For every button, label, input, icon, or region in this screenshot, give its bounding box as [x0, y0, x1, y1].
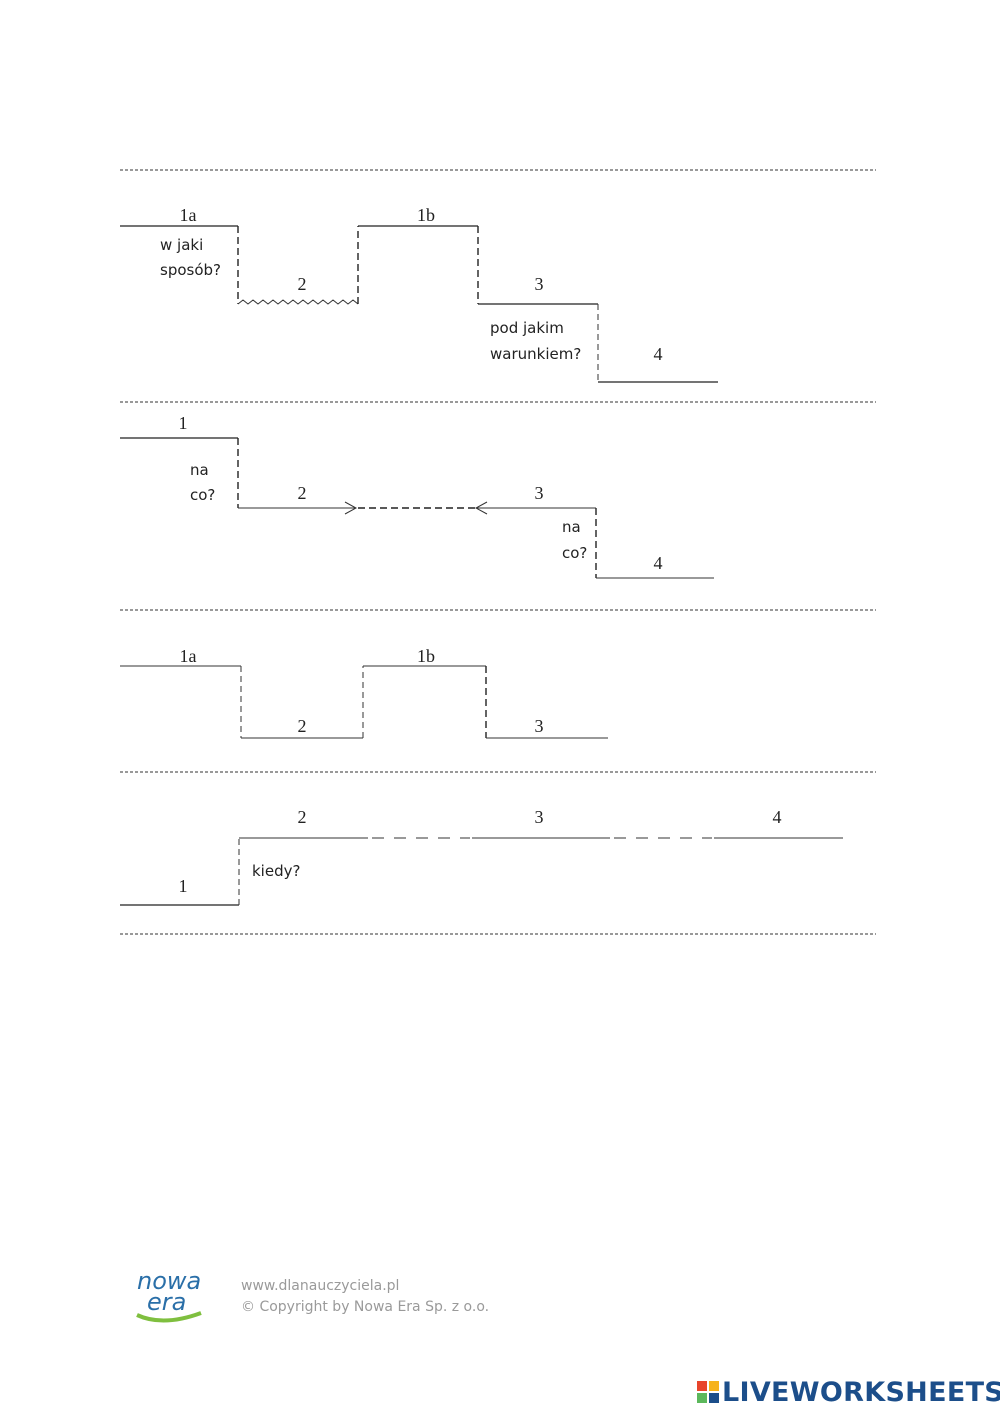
liveworksheets-logo-icon [697, 1381, 719, 1403]
footer-text: www.dlanauczyciela.pl © Copyright by Now… [241, 1276, 489, 1318]
label-1a: 1a [180, 646, 197, 666]
question-when: kiedy? [252, 862, 300, 880]
logo-swoosh [136, 1311, 202, 1323]
question-what-3-line2: co? [562, 544, 587, 562]
question-how-line2: sposób? [160, 261, 221, 279]
question-condition-line2: warunkiem? [490, 345, 581, 363]
label-2: 2 [298, 274, 307, 294]
logo-text-era: era [147, 1288, 186, 1316]
liveworksheets-watermark: LIVEWORKSHEETS [697, 1376, 1000, 1408]
label-4: 4 [773, 807, 782, 827]
arrowhead-right [344, 501, 358, 515]
question-condition-line1: pod jakim [490, 319, 564, 337]
footer-copyright: © Copyright by Nowa Era Sp. z o.o. [241, 1299, 490, 1315]
label-1b: 1b [417, 646, 435, 666]
label-4: 4 [654, 553, 663, 573]
label-4: 4 [654, 344, 663, 364]
label-2: 2 [298, 807, 307, 827]
footer-website: www.dlanauczyciela.pl [241, 1278, 400, 1294]
label-1b: 1b [417, 205, 435, 225]
question-what-3-line1: na [562, 518, 581, 536]
label-1: 1 [179, 876, 188, 896]
label-3: 3 [535, 483, 544, 503]
liveworksheets-text: LIVEWORKSHEETS [722, 1376, 1000, 1408]
wavy-line-2 [237, 299, 359, 305]
question-what-1-line1: na [190, 461, 209, 479]
label-3: 3 [535, 807, 544, 827]
label-2: 2 [298, 716, 307, 736]
question-what-1-line2: co? [190, 486, 215, 504]
label-1a: 1a [180, 205, 197, 225]
label-2: 2 [298, 483, 307, 503]
label-3: 3 [535, 274, 544, 294]
nowa-era-logo: nowa era [136, 1267, 202, 1323]
label-1: 1 [179, 413, 188, 433]
diagram-2: 1 2 3 4 na co? na co? [120, 413, 714, 579]
diagram-3: 1a 1b 2 3 [120, 646, 608, 739]
logo-text-nowa: nowa [137, 1267, 201, 1295]
label-3: 3 [535, 716, 544, 736]
diagram-4: 1 2 3 4 kiedy? [120, 807, 843, 906]
question-how-line1: w jaki [160, 236, 203, 254]
diagram-1: 1a 1b 2 3 4 w jaki sposób? pod jakim war… [120, 205, 718, 383]
